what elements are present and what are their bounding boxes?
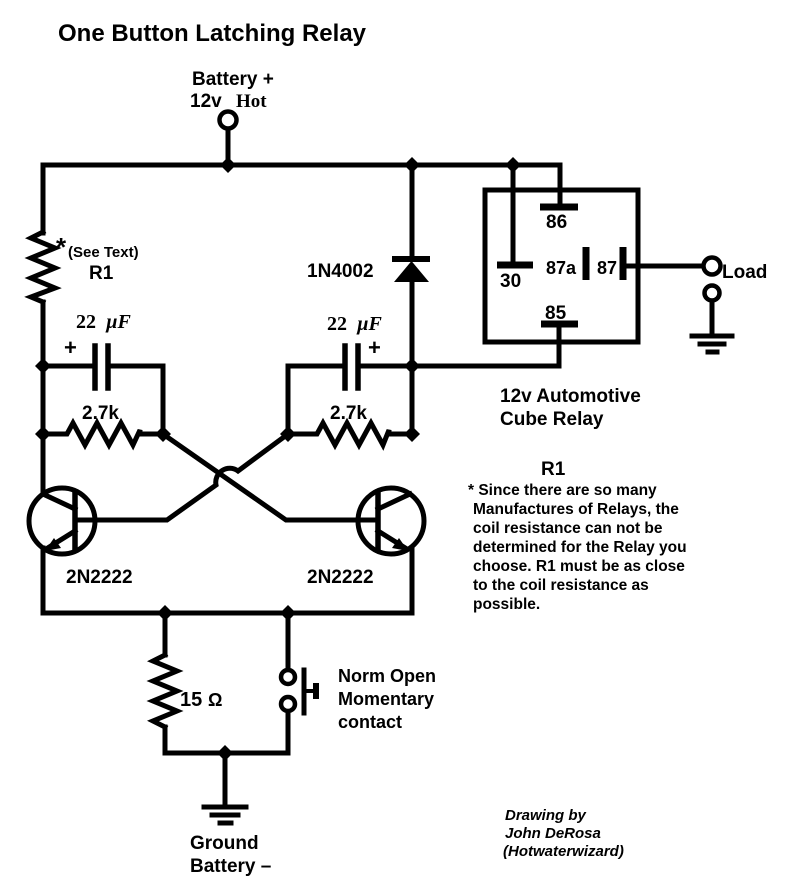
wire-top-rail — [40, 162, 563, 236]
note-line-6: to the coil resistance as — [473, 577, 649, 594]
diode-triangle — [394, 261, 429, 282]
transistor-right-emitter-arrow — [392, 538, 408, 551]
junction-cap-left — [35, 358, 51, 374]
credit-line3: (Hotwaterwizard) — [503, 843, 624, 860]
junction-ground — [217, 745, 233, 761]
note-line-3: coil resistance can not be — [473, 520, 663, 537]
transistor-left-label: 2N2222 — [66, 567, 133, 588]
res-bottom-value: 15 — [180, 689, 202, 711]
junction-battery — [220, 157, 236, 173]
battery-hot-label: Hot — [236, 91, 267, 112]
resistor-right-2_7k — [285, 417, 415, 451]
note-heading: R1 — [541, 459, 566, 480]
transistor-right-circle — [355, 485, 427, 557]
pushbutton-terminal-bottom — [278, 694, 298, 714]
pushbutton-terminal-top — [278, 667, 298, 687]
junction-res-right-b — [404, 426, 420, 442]
resistor-left-2_7k — [40, 417, 166, 451]
note-line-1: * Since there are so many — [468, 482, 657, 499]
relay-pin87a-label: 87a — [546, 258, 577, 278]
cap-right-unit: µF — [356, 313, 383, 335]
load-ground-terminal — [702, 283, 722, 303]
ground-label-line2: Battery – — [190, 856, 271, 877]
junction-bottom-left — [157, 605, 173, 621]
relay-pin86-label: 86 — [546, 212, 567, 233]
note-line-4: determined for the Relay you — [473, 539, 687, 556]
transistor-left-emitter-arrow — [45, 538, 61, 551]
r1-label: R1 — [89, 263, 114, 284]
r1-see-text-label: (See Text) — [68, 244, 139, 261]
junction-res-left-b — [155, 426, 171, 442]
relay-pin30-label: 30 — [500, 271, 521, 292]
ground-label-line1: Ground — [190, 833, 259, 854]
load-terminal — [701, 255, 723, 277]
junction-bottom-right — [280, 605, 296, 621]
junction-res-right-a — [280, 426, 296, 442]
relay-pin85-label: 85 — [545, 303, 567, 324]
pushbutton-label-line3: contact — [338, 712, 402, 732]
resistor-15-ohm — [146, 651, 184, 731]
note-line-7: possible. — [473, 596, 540, 613]
res-left-label: 2.7k — [82, 403, 119, 424]
credit-line2: John DeRosa — [505, 825, 601, 842]
transistor-right-collector — [374, 490, 414, 513]
cap-right-plus: + — [368, 335, 381, 360]
cap-left-unit: µF — [105, 311, 132, 333]
note-line-2: Manufactures of Relays, the — [473, 501, 679, 518]
transistor-left-collector — [39, 490, 79, 513]
battery-plus-label: Battery + — [192, 69, 274, 90]
resistor-r1 — [24, 228, 62, 306]
wire-cross-right-to-left-base — [72, 430, 292, 523]
wire-bottom-rail — [40, 545, 415, 616]
relay-caption-line1: 12v Automotive — [500, 386, 641, 407]
page-title: One Button Latching Relay — [58, 20, 367, 47]
note-line-5: choose. R1 must be as close — [473, 558, 685, 575]
credit-line1: Drawing by — [505, 807, 587, 824]
battery-voltage-label: 12v — [190, 91, 222, 112]
wire-cross-left-to-right-base — [159, 430, 381, 523]
junction-diode-top — [404, 157, 420, 173]
cap-right-value: 22 — [327, 313, 347, 335]
junction-pin30 — [505, 157, 521, 173]
junction-res-left-a — [35, 426, 51, 442]
wire-cap-left-lead-b — [107, 363, 166, 437]
res-bottom-unit: Ω — [208, 690, 222, 710]
relay-caption-line2: Cube Relay — [500, 409, 604, 430]
cap-left-value: 22 — [76, 311, 96, 333]
battery-terminal — [217, 109, 239, 131]
load-label: Load — [722, 262, 767, 283]
transistor-left-circle — [26, 485, 98, 557]
res-right-label: 2.7k — [330, 403, 367, 424]
junction-cap-right — [404, 358, 420, 374]
diode-label: 1N4002 — [307, 261, 374, 282]
pushbutton-label-line1: Norm Open — [338, 666, 436, 686]
transistor-right-label: 2N2222 — [307, 567, 374, 588]
pushbutton-label-line2: Momentary — [338, 689, 434, 709]
cap-left-plus: + — [64, 335, 77, 360]
r1-asterisk: * — [56, 232, 67, 262]
relay-pin87-label: 87 — [597, 258, 617, 278]
relay-box — [482, 187, 641, 345]
